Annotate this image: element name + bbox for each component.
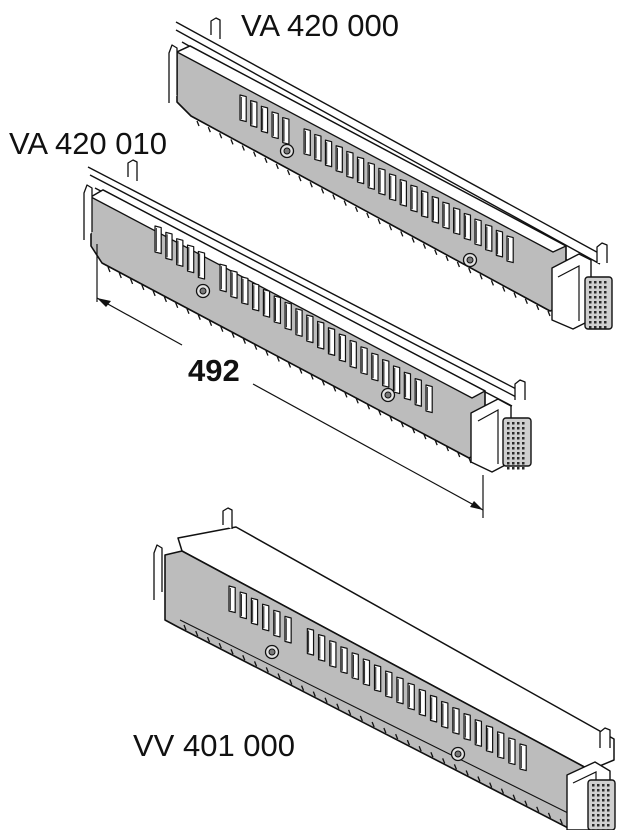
ventilation-strip-va-420-010 (83, 159, 532, 473)
dimension-arrow-right (470, 501, 483, 510)
model-label-va-420-010: VA 420 010 (9, 126, 168, 161)
model-label-vv-401-000: VV 401 000 (133, 728, 296, 763)
ventilation-strip-vv-401-000 (153, 507, 616, 832)
dimension-line-right (252, 383, 484, 511)
model-label-va-420-000: VA 420 000 (241, 8, 400, 43)
dimension-line-left (96, 297, 183, 346)
ventilation-strip-va-420-000 (168, 17, 613, 330)
dimension-label: 492 (188, 353, 240, 388)
dimension-arrow-left (97, 298, 111, 307)
dimension-line-492 (96, 244, 484, 518)
